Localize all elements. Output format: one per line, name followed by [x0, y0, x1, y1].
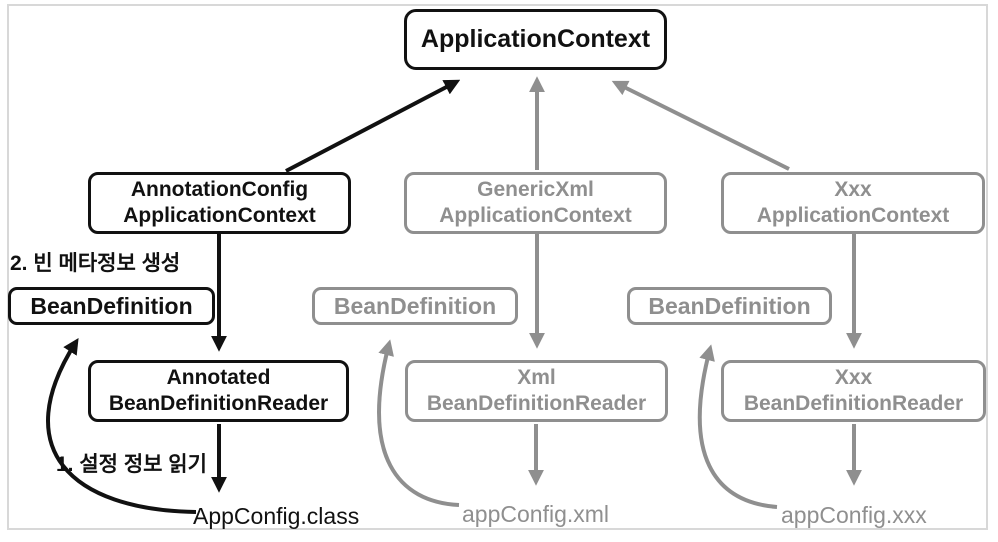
arrow-xxxcontext-to-applicationcontext: [611, 80, 790, 171]
box-annotated-bean-definition-reader-label: Annotated BeanDefinitionReader: [108, 366, 329, 415]
arrow-appconfigxml-to-beandefinition: [377, 339, 460, 507]
diagram-frame: [7, 4, 988, 530]
box-annotationconfig-application-context: AnnotationConfig ApplicationContext: [88, 172, 351, 234]
file-appconfig-class: AppConfig.class: [193, 503, 360, 529]
box-annotated-bean-definition-reader: Annotated BeanDefinitionReader: [88, 360, 349, 422]
box-bean-definition-left: BeanDefinition: [8, 287, 215, 325]
file-appconfig-xml: appConfig.xml: [462, 501, 610, 527]
box-xml-bean-definition-reader-label: Xml BeanDefinitionReader: [426, 366, 647, 415]
box-bean-definition-middle: BeanDefinition: [312, 287, 518, 325]
box-bean-definition-middle-label: BeanDefinition: [333, 292, 497, 319]
box-genericxml-application-context-label: GenericXml ApplicationContext: [439, 178, 632, 227]
box-bean-definition-right: BeanDefinition: [627, 287, 832, 325]
box-xxx-application-context-label: Xxx ApplicationContext: [756, 178, 950, 227]
arrow-appconfigclass-to-beandefinition: [46, 337, 197, 514]
box-application-context-label: ApplicationContext: [420, 25, 651, 54]
annotation-step-1: 1. 설정 정보 읽기: [56, 453, 207, 476]
box-xml-bean-definition-reader: Xml BeanDefinitionReader: [405, 360, 668, 422]
annotation-step-2: 2. 빈 메타정보 생성: [10, 252, 181, 275]
box-xxx-bean-definition-reader: Xxx BeanDefinitionReader: [721, 360, 986, 422]
box-genericxml-application-context: GenericXml ApplicationContext: [404, 172, 667, 234]
box-annotationconfig-application-context-label: AnnotationConfig ApplicationContext: [123, 178, 316, 227]
box-xxx-application-context: Xxx ApplicationContext: [721, 172, 985, 234]
box-bean-definition-right-label: BeanDefinition: [648, 292, 811, 319]
arrow-appconfigxxx-to-beandefinition: [697, 344, 778, 509]
box-bean-definition-left-label: BeanDefinition: [30, 292, 193, 319]
arrow-annotationconfig-to-applicationcontext: [285, 79, 461, 173]
box-application-context: ApplicationContext: [404, 9, 667, 70]
file-appconfig-xxx: appConfig.xxx: [781, 502, 927, 528]
box-xxx-bean-definition-reader-label: Xxx BeanDefinitionReader: [743, 366, 964, 415]
